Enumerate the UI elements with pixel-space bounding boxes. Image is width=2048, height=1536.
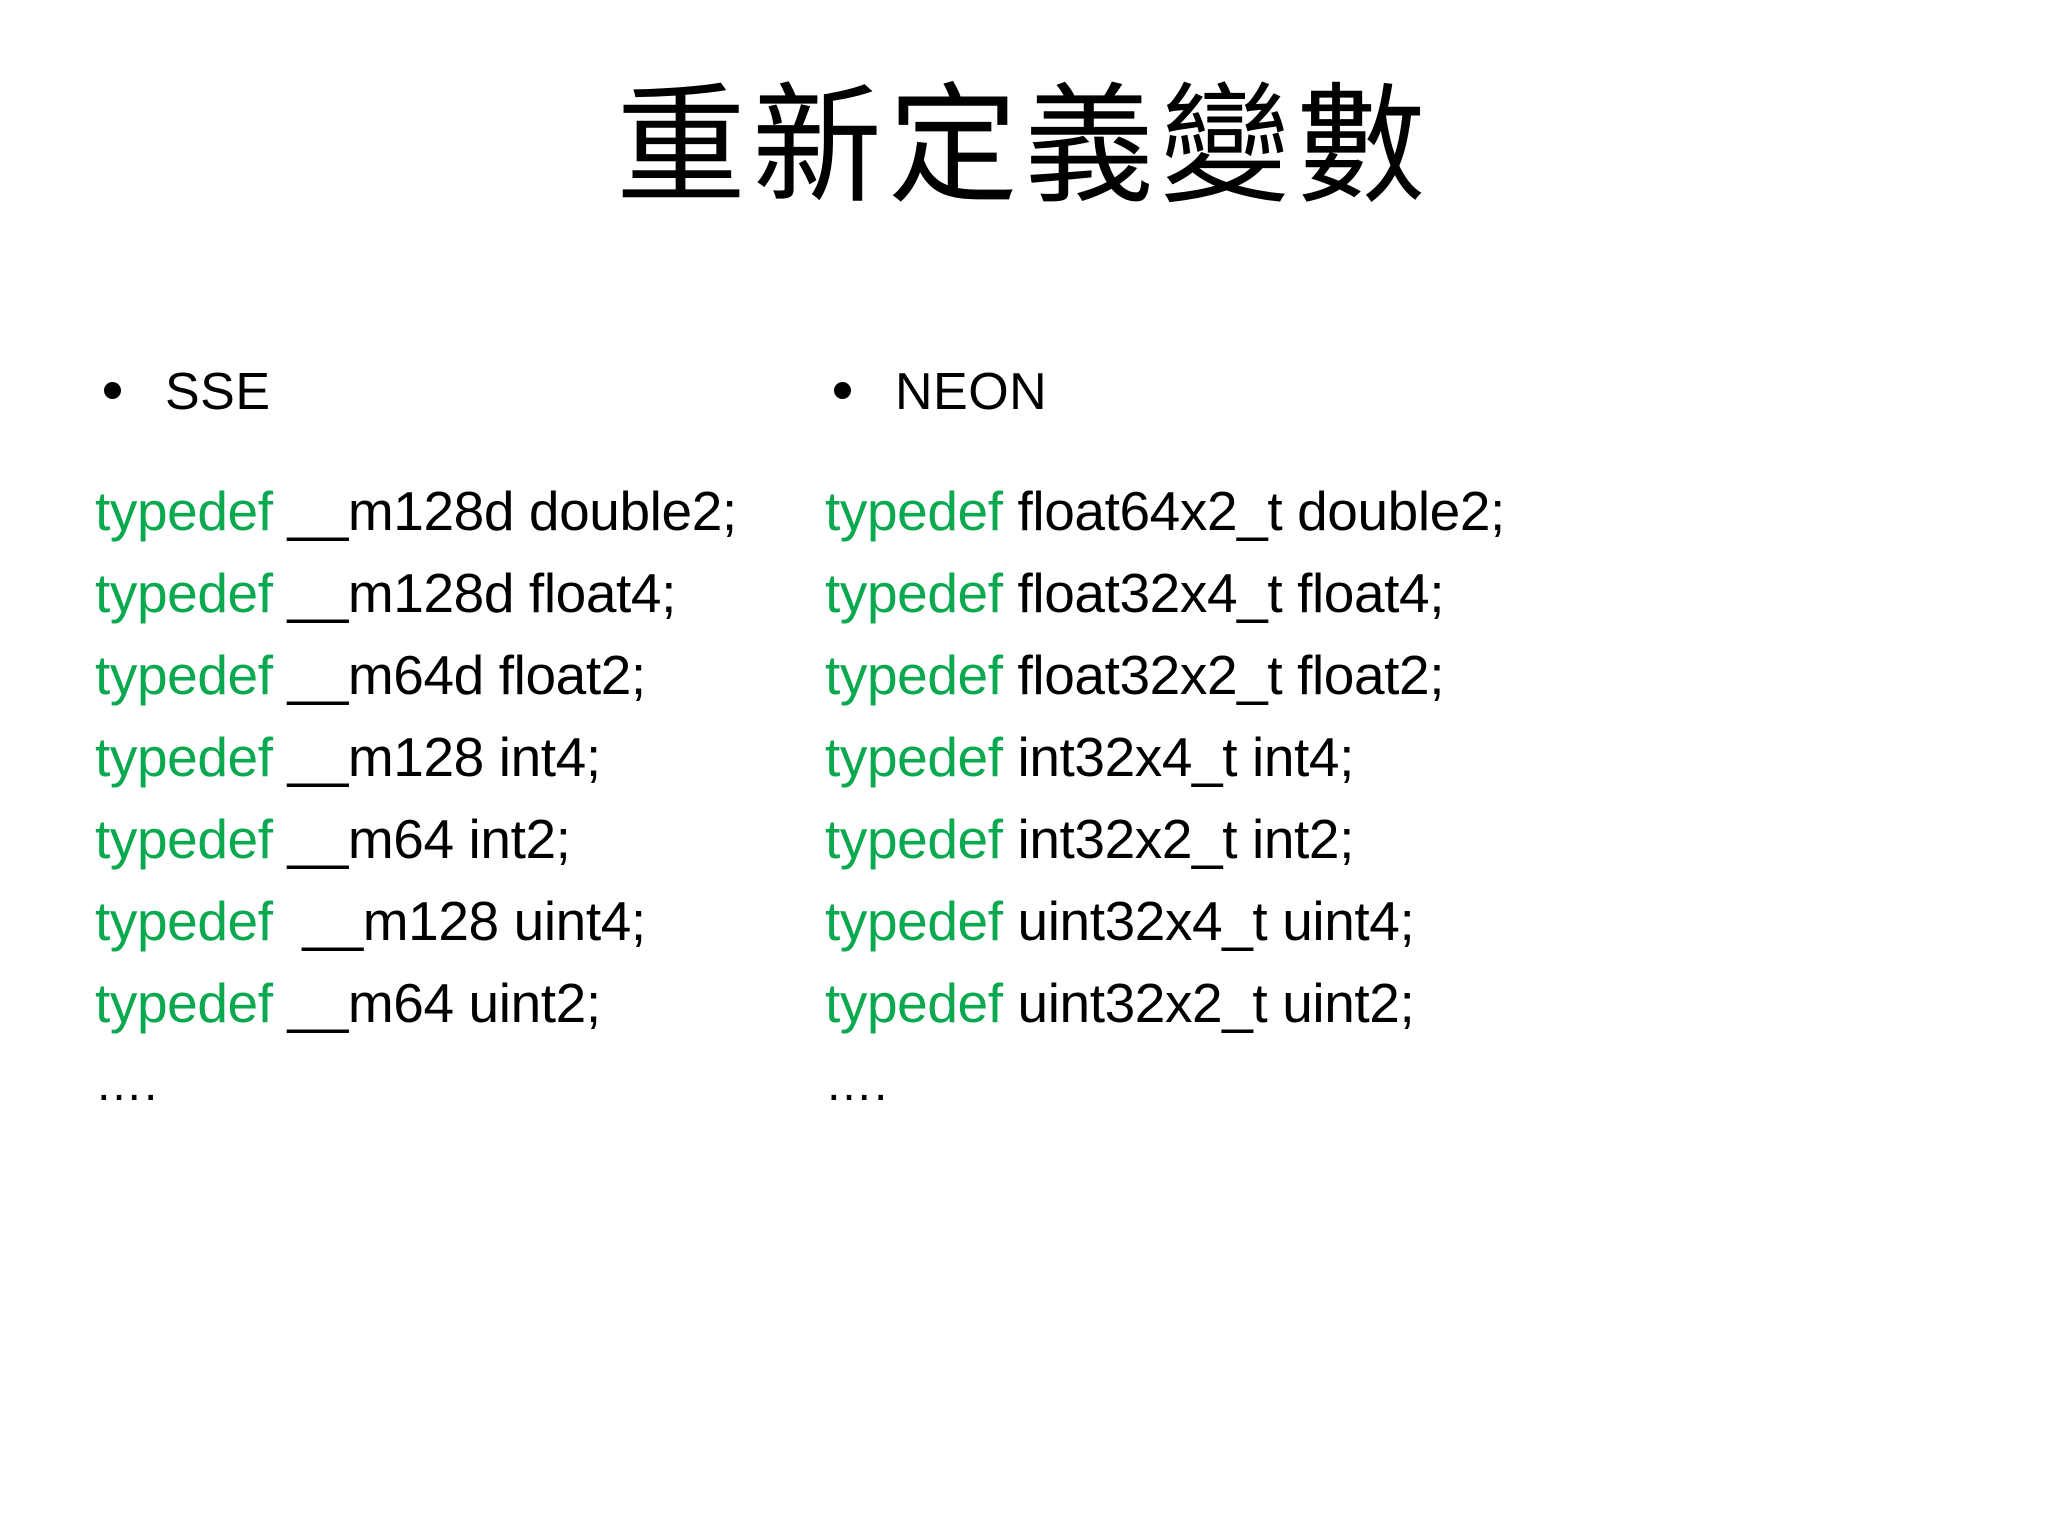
code-line: typedef __m128d float4; [95, 552, 815, 634]
code-line: typedef __m128 uint4; [95, 880, 815, 962]
code-line-text: uint32x2_t uint2; [1002, 972, 1415, 1034]
code-line-ellipsis: …. [95, 1058, 159, 1111]
keyword-typedef: typedef [95, 562, 273, 624]
code-line-text: int32x2_t int2; [1002, 808, 1355, 870]
keyword-typedef: typedef [95, 644, 273, 706]
code-line-text: float32x2_t float2; [1002, 644, 1445, 706]
code-line: typedef uint32x4_t uint4; [825, 880, 1545, 962]
bullet-item-sse: SSE [95, 366, 815, 424]
code-line-text: __m64d float2; [272, 644, 647, 706]
bullet-label-neon: NEON [895, 363, 1048, 421]
bullet-point-icon [104, 382, 121, 399]
keyword-typedef: typedef [825, 890, 1003, 952]
bullet-item-neon: NEON [825, 366, 1545, 424]
keyword-typedef: typedef [825, 480, 1003, 542]
code-line: typedef __m128d double2; [95, 470, 815, 552]
code-line-text: __m64 int2; [272, 808, 571, 870]
code-line-text: int32x4_t int4; [1002, 726, 1355, 788]
code-line-text: float32x4_t float4; [1002, 562, 1445, 624]
code-line: typedef float32x2_t float2; [825, 634, 1545, 716]
code-line-text: float64x2_t double2; [1002, 480, 1506, 542]
slide-title: 重新定義變數 [615, 70, 1432, 222]
keyword-typedef: typedef [825, 644, 1003, 706]
bullet-label-sse: SSE [165, 363, 271, 421]
code-line-text: __m64 uint2; [272, 972, 602, 1034]
code-line-ellipsis: …. [825, 1058, 889, 1111]
keyword-typedef: typedef [95, 808, 273, 870]
code-line-text: __m128d float4; [272, 562, 677, 624]
code-line: typedef int32x2_t int2; [825, 798, 1545, 880]
code-line: typedef __m64 uint2; [95, 962, 815, 1044]
keyword-typedef: typedef [825, 562, 1003, 624]
code-line: typedef __m64 int2; [95, 798, 815, 880]
code-line: typedef __m64d float2; [95, 634, 815, 716]
code-line-text: __m128 uint4; [272, 890, 646, 952]
keyword-typedef: typedef [95, 972, 273, 1034]
keyword-typedef: typedef [825, 972, 1003, 1034]
keyword-typedef: typedef [825, 726, 1003, 788]
code-line-text: uint32x4_t uint4; [1002, 890, 1415, 952]
code-line: typedef uint32x2_t uint2; [825, 962, 1545, 1044]
code-line: typedef int32x4_t int4; [825, 716, 1545, 798]
code-line: typedef __m128 int4; [95, 716, 815, 798]
keyword-typedef: typedef [95, 480, 273, 542]
code-line-text: __m128 int4; [272, 726, 602, 788]
keyword-typedef: typedef [95, 726, 273, 788]
code-line: typedef float64x2_t double2; [825, 470, 1545, 552]
slide-body: SSE typedef __m128d double2; typedef __m… [0, 366, 2048, 1446]
code-line-text: __m128d double2; [272, 480, 738, 542]
keyword-typedef: typedef [95, 890, 273, 952]
bullet-point-icon [834, 382, 851, 399]
keyword-typedef: typedef [825, 808, 1003, 870]
content-column-neon: NEON typedef float64x2_t double2; typede… [825, 366, 1545, 1126]
code-line: typedef float32x4_t float4; [825, 552, 1545, 634]
content-column-sse: SSE typedef __m128d double2; typedef __m… [95, 366, 815, 1126]
